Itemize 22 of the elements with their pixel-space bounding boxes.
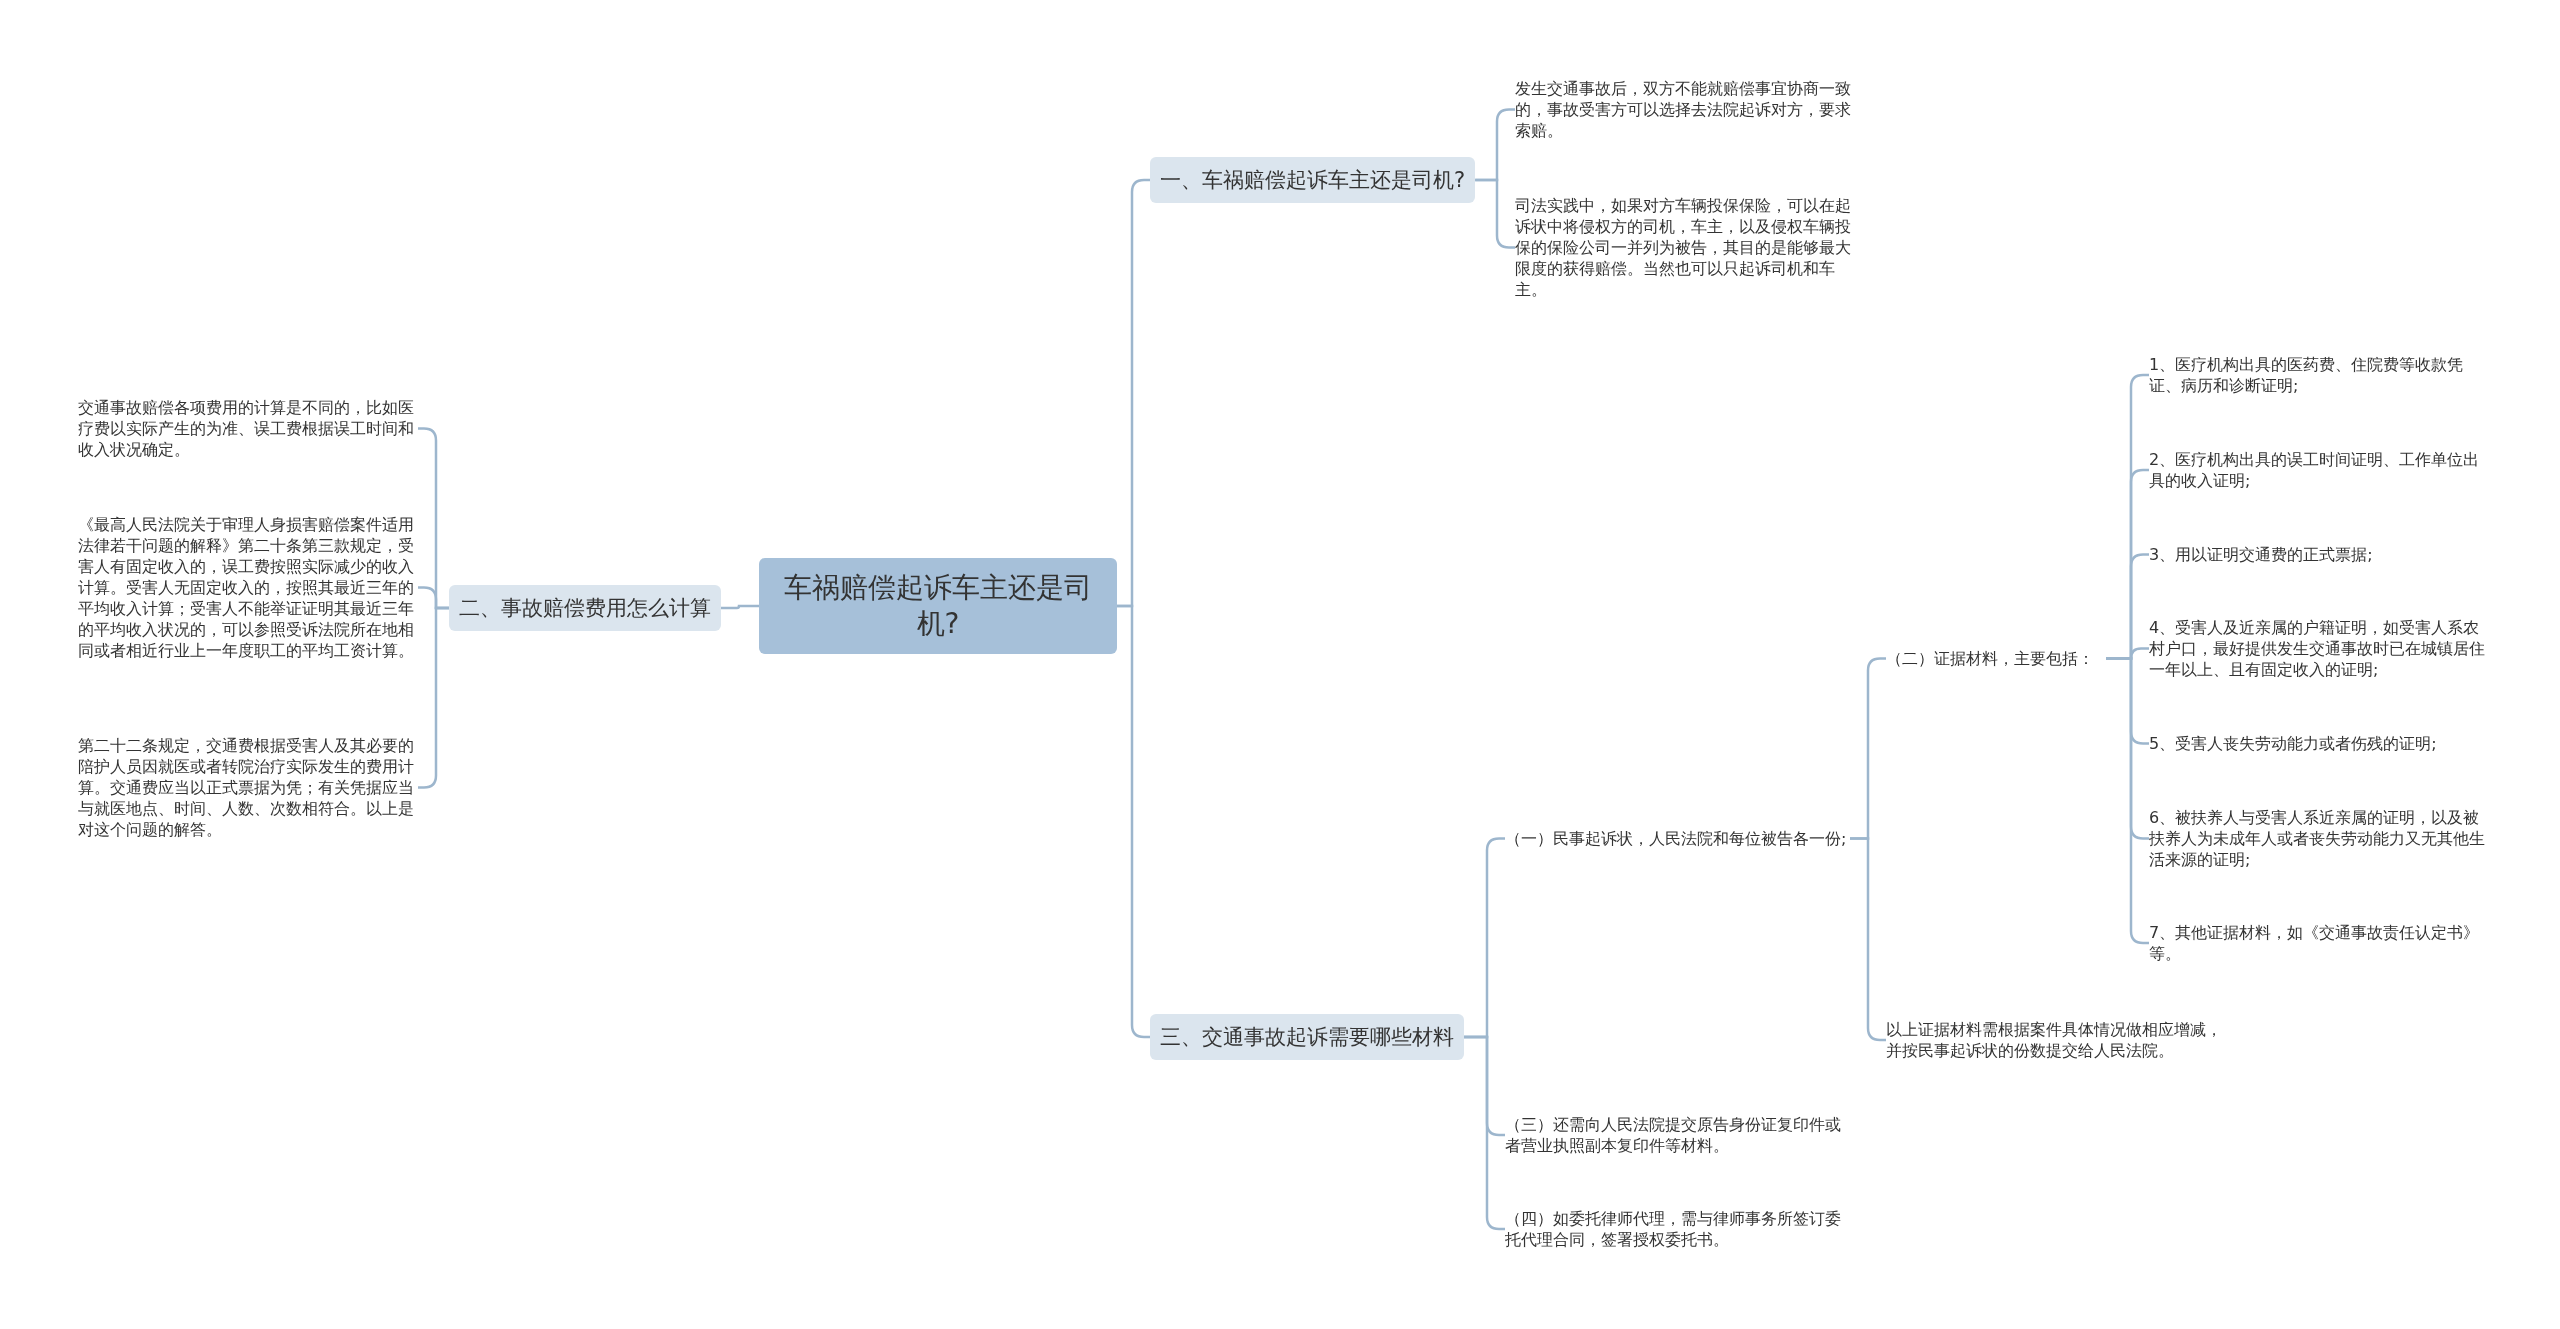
note-text: 6、被扶养人与受害人系近亲属的证明，以及被扶养人为未成年人或者丧失劳动能力又无其他生活来源的证明; xyxy=(2149,807,2485,870)
note-text: （二）证据材料，主要包括： xyxy=(1886,648,2106,669)
note-text: 1、医疗机构出具的医药费、住院费等收款凭证、病历和诊断证明; xyxy=(2149,354,2485,396)
note-text: （四）如委托律师代理，需与律师事务所签订委托代理合同，签署授权委托书。 xyxy=(1505,1208,1850,1250)
note-text: 5、受害人丧失劳动能力或者伤残的证明; xyxy=(2149,733,2485,754)
note-text: 第二十二条规定，交通费根据受害人及其必要的陪护人员因就医或者转院治疗实际发生的费用计算。交通费应当以正式票据为凭；有关凭据应当与就医地点、时间、人数、次数相符合。以上是对这个问题的解答。 xyxy=(78,735,418,840)
note-text: 3、用以证明交通费的正式票据; xyxy=(2149,544,2485,565)
note-text: 发生交通事故后，双方不能就赔偿事宜协商一致的，事故受害方可以选择去法院起诉对方，要求索赔。 xyxy=(1515,78,1855,141)
topic-box: 一、车祸赔偿起诉车主还是司机? xyxy=(1150,157,1476,203)
central-topic-box: 车祸赔偿起诉车主还是司机? xyxy=(759,558,1117,654)
note-text: 以上证据材料需根据案件具体情况做相应增减，并按民事起诉状的份数提交给人民法院。 xyxy=(1886,1019,2231,1061)
note-text: 司法实践中，如果对方车辆投保保险，可以在起诉状中将侵权方的司机，车主，以及侵权车辆投保的保险公司一并列为被告，其目的是能够最大限度的获得赔偿。当然也可以只起诉司机和车主。 xyxy=(1515,195,1855,300)
note-text: 2、医疗机构出具的误工时间证明、工作单位出具的收入证明; xyxy=(2149,449,2485,491)
note-text: 4、受害人及近亲属的户籍证明，如受害人系农村户口，最好提供发生交通事故时已在城镇居住一年以上、且有固定收入的证明; xyxy=(2149,617,2485,680)
note-text: 7、其他证据材料，如《交通事故责任认定书》等。 xyxy=(2149,922,2485,964)
topic-box: 三、交通事故起诉需要哪些材料 xyxy=(1150,1014,1464,1060)
note-text: （一）民事起诉状，人民法院和每位被告各一份; xyxy=(1505,828,1850,849)
note-text: 交通事故赔偿各项费用的计算是不同的，比如医疗费以实际产生的为准、误工费根据误工时间和收入状况确定。 xyxy=(78,397,418,460)
connector-line xyxy=(721,604,759,610)
topic-box: 二、事故赔偿费用怎么计算 xyxy=(449,585,721,631)
note-text: 《最高人民法院关于审理人身损害赔偿案件适用法律若干问题的解释》第二十条第三款规定，受害人有固定收入的，误工费按照实际减少的收入计算。受害人无固定收入的，按照其最近三年的平均收入计算；受害人不能举证证明其最近三年的平均收入状况的，可以参照受诉法院所在地相同或者相近行业上一年度职工的平均工资计算。 xyxy=(78,514,418,661)
note-text: （三）还需向人民法院提交原告身份证复印件或者营业执照副本复印件等材料。 xyxy=(1505,1114,1850,1156)
